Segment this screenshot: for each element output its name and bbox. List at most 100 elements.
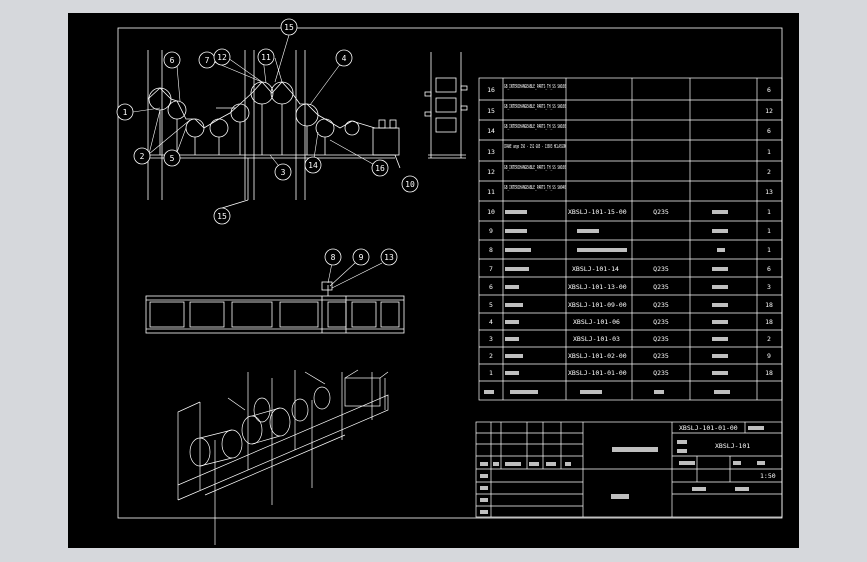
plan-view	[145, 281, 405, 334]
svg-text:GB_INTERCHANGEABLE_PARTS_TH_SS: GB_INTERCHANGEABLE_PARTS_TH_SS SW100	[504, 124, 566, 130]
assembly-number: XBSLJ-101	[715, 442, 750, 450]
bom-row: 3 XBSLJ-101-03 Q235 2	[489, 335, 771, 343]
callout-12: 12	[213, 48, 231, 66]
svg-text:3: 3	[281, 168, 286, 177]
svg-text:Q235: Q235	[653, 283, 669, 291]
callout-1: 1	[116, 103, 134, 121]
callout-5: 5	[163, 149, 181, 167]
bom-illegible-text	[484, 210, 730, 394]
bom-row: 2 XBSLJ-101-02-00 Q235 9	[489, 352, 771, 360]
svg-text:6: 6	[767, 86, 771, 94]
svg-text:16: 16	[487, 86, 495, 94]
svg-text:Q235: Q235	[653, 352, 669, 360]
svg-text:XBSLJ-101-03: XBSLJ-101-03	[573, 335, 620, 343]
callout-7: 7	[198, 51, 216, 69]
callout-8: 8	[324, 248, 342, 266]
svg-text:12: 12	[765, 107, 773, 115]
isometric-view	[177, 369, 389, 545]
svg-text:11: 11	[487, 188, 495, 196]
svg-text:GB_INTERCHANGEABLE_PARTS_TH_SS: GB_INTERCHANGEABLE_PARTS_TH_SS SW100	[504, 84, 566, 90]
svg-text:10: 10	[405, 180, 415, 189]
svg-text:9: 9	[359, 253, 364, 262]
svg-text:2: 2	[489, 352, 493, 360]
svg-text:XBSLJ-101-01-00: XBSLJ-101-01-00	[568, 369, 627, 377]
svg-text:XBSLJ-101-06: XBSLJ-101-06	[573, 318, 620, 326]
bom-table	[478, 77, 783, 401]
drawing-scale: 1:50	[760, 472, 776, 480]
svg-text:1: 1	[123, 108, 128, 117]
svg-text:3: 3	[767, 283, 771, 291]
svg-text:1: 1	[767, 227, 771, 235]
front-view-callouts: 1 2 3 4 5 6 7 12 11 15 14 16 10 15	[116, 18, 419, 225]
svg-text:4: 4	[342, 54, 347, 63]
svg-text:CRANE ange ISO - 252 G85 - 130: CRANE ange ISO - 252 G85 - 130X3 HCLASSO…	[504, 144, 566, 150]
svg-text:5: 5	[170, 154, 175, 163]
drawing-sheet	[68, 13, 799, 548]
svg-text:16: 16	[375, 164, 385, 173]
bom-row: 14 GB_INTERCHANGEABLE_PARTS_TH_SS SW100 …	[487, 124, 771, 135]
svg-text:8: 8	[331, 253, 336, 262]
callout-15-top: 15	[280, 18, 298, 36]
svg-text:18: 18	[765, 369, 773, 377]
svg-text:8: 8	[489, 246, 493, 254]
svg-text:10: 10	[487, 208, 495, 216]
callout-3: 3	[274, 163, 292, 181]
svg-text:2: 2	[767, 168, 771, 176]
callout-11: 11	[257, 48, 275, 66]
svg-text:1: 1	[767, 148, 771, 156]
svg-text:1: 1	[767, 246, 771, 254]
bom-row: 8 1	[489, 246, 771, 254]
svg-text:Q235: Q235	[653, 335, 669, 343]
svg-text:5: 5	[489, 301, 493, 309]
callout-2: 2	[133, 147, 151, 165]
title-block	[475, 421, 783, 518]
bom-row: 9 1	[489, 227, 771, 235]
callout-14: 14	[304, 156, 322, 174]
svg-text:15: 15	[487, 107, 495, 115]
svg-text:Q235: Q235	[653, 318, 669, 326]
plan-view-leaders	[327, 262, 383, 289]
svg-text:15: 15	[284, 23, 294, 32]
svg-text:6: 6	[767, 127, 771, 135]
title-block-text: XBSLJ-101-01-00 XBSLJ-101 1:50	[679, 424, 776, 480]
svg-text:18: 18	[765, 301, 773, 309]
callout-10: 10	[401, 175, 419, 193]
title-block-illegible-text	[480, 426, 765, 514]
svg-text:XBSLJ-101-09-00: XBSLJ-101-09-00	[568, 301, 627, 309]
svg-text:13: 13	[765, 188, 773, 196]
svg-text:Q235: Q235	[653, 369, 669, 377]
svg-text:2: 2	[140, 152, 145, 161]
svg-text:GB_INTERCHANGEABLE_PARTS_TH_SS: GB_INTERCHANGEABLE_PARTS_TH_SS SW100	[504, 165, 566, 171]
svg-text:XBSLJ-101-14: XBSLJ-101-14	[572, 265, 619, 273]
svg-text:4: 4	[489, 318, 493, 326]
svg-text:GB_INTERCHANGEABLE_PARTS_TH_SS: GB_INTERCHANGEABLE_PARTS_TH_SS SW100	[504, 104, 566, 110]
drawing-number: XBSLJ-101-01-00	[679, 424, 738, 432]
callout-9: 9	[352, 248, 370, 266]
svg-text:11: 11	[261, 53, 271, 62]
inner-frame	[117, 27, 783, 519]
bom-row: 4 XBSLJ-101-06 Q235 18	[489, 318, 773, 326]
svg-text:6: 6	[489, 283, 493, 291]
bom-rows: 16 GB_INTERCHANGEABLE_PARTS_TH_SS SW100 …	[487, 84, 773, 377]
callout-16: 16	[371, 159, 389, 177]
svg-text:3: 3	[489, 335, 493, 343]
svg-text:1: 1	[767, 208, 771, 216]
svg-text:1: 1	[489, 369, 493, 377]
svg-text:XBSLJ-101-02-00: XBSLJ-101-02-00	[568, 352, 627, 360]
svg-text:6: 6	[170, 56, 175, 65]
bom-row: 16 GB_INTERCHANGEABLE_PARTS_TH_SS SW100 …	[487, 84, 771, 94]
svg-text:13: 13	[384, 253, 394, 262]
svg-text:12: 12	[217, 53, 227, 62]
svg-text:14: 14	[308, 161, 318, 170]
svg-text:9: 9	[767, 352, 771, 360]
bom-row: 6 XBSLJ-101-13-00 Q235 3	[489, 283, 771, 291]
svg-text:7: 7	[205, 56, 210, 65]
svg-text:Q235: Q235	[653, 265, 669, 273]
end-view	[424, 52, 468, 159]
svg-text:13: 13	[487, 148, 495, 156]
svg-text:12: 12	[487, 168, 495, 176]
svg-text:Q235: Q235	[653, 301, 669, 309]
svg-text:9: 9	[489, 227, 493, 235]
bom-row: 10 XBSLJ-101-15-00 Q235 1	[487, 208, 771, 216]
